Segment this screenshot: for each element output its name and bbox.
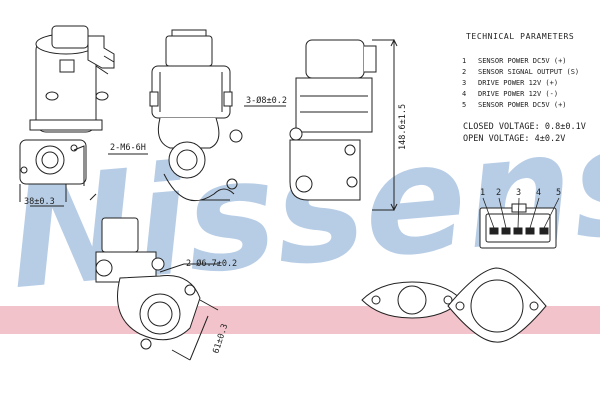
pin-number: 2 [462,68,467,76]
pin-number: 1 [462,57,467,65]
height-dim: 148.6±1.5 [398,104,408,150]
connector-pin-3: 3 [516,188,521,198]
pin-number: 3 [462,79,467,87]
bolt-holes-top-dim: 3-Ø8±0.2 [246,95,287,106]
pin-label: SENSOR POWER DC5V (+) [478,101,567,109]
valve-front-view [149,29,243,202]
gasket-large [447,267,547,343]
pin-item: 5 SENSOR POWER DC5V (+) [462,100,579,111]
connector-pin-4: 4 [536,188,541,198]
pin-label: DRIVE POWER 12V (-) [478,90,559,98]
pin-number: 4 [462,90,467,98]
pin-number: 5 [462,101,467,109]
technical-parameters-title: TECHNICAL PARAMETERS [466,32,575,41]
pin-item: 2 SENSOR SIGNAL OUTPUT (S) [462,67,579,78]
thread-dim: 2-M6-6H [110,143,146,153]
valve-bottom-view [95,217,219,361]
open-voltage: OPEN VOLTAGE: 4±0.2V [463,134,566,144]
width-left-dim: 38±0.3 [24,197,55,207]
pin-item: 1 SENSOR POWER DC5V (+) [462,56,579,67]
bolt-holes-bottom-dim: 2-Ø6.7±0.2 [186,258,237,269]
connector-pin-2: 2 [496,188,501,198]
pin-label: DRIVE POWER 12V (+) [478,79,559,87]
pin-item: 4 DRIVE POWER 12V (-) [462,89,579,100]
connector-pin-1: 1 [480,188,485,198]
closed-voltage: CLOSED VOLTAGE: 0.8±0.1V [463,122,586,132]
connector-pin-5: 5 [556,188,561,198]
valve-side-view [289,38,398,212]
pin-item: 3 DRIVE POWER 12V (+) [462,78,579,89]
connector-diagram [479,197,560,249]
valve-perspective-view [19,25,115,202]
pin-label: SENSOR SIGNAL OUTPUT (S) [478,68,580,76]
pin-label: SENSOR POWER DC5V (+) [478,57,567,65]
